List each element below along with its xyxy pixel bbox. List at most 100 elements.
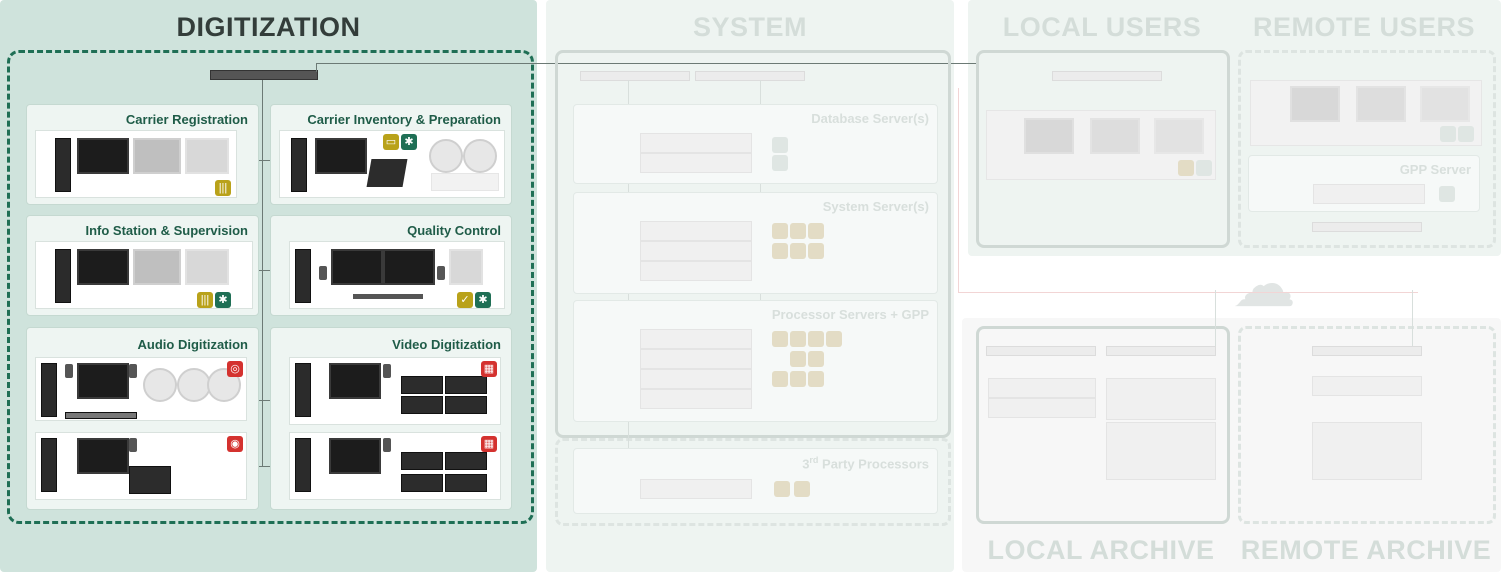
video-deck-icon (445, 474, 487, 492)
remote-users-switch (1312, 222, 1422, 232)
reel-icon (177, 368, 211, 402)
monitor-faded-icon (1090, 118, 1140, 154)
digitization-title: DIGITIZATION (176, 12, 361, 42)
gear-icon (790, 223, 806, 239)
processor-icon (1439, 186, 1455, 202)
uplink-drop-line (316, 63, 317, 72)
processor-servers-box[interactable]: Processor Servers + GPP (573, 300, 938, 422)
station-audio-digitization[interactable]: Audio Digitization ◎ ◉ (26, 327, 259, 510)
monitor-faded-icon (133, 138, 181, 174)
compare-icon (808, 371, 824, 387)
snowflake-icon: ✱ (215, 292, 231, 308)
local-archive-switch (1106, 346, 1216, 356)
tape-machine-icon (431, 173, 499, 191)
network-trunk-line (262, 80, 263, 466)
snowflake-icon (1458, 126, 1474, 142)
remote-users-boundary (1238, 50, 1496, 248)
server-icon (1313, 184, 1425, 204)
carrier-registration-title: Carrier Registration (125, 112, 248, 127)
edit-icon (774, 481, 790, 497)
carrier-link-line (232, 160, 292, 161)
monitor-faded-icon (133, 249, 181, 285)
local-users-switch (1052, 71, 1162, 81)
speaker-icon (129, 438, 137, 452)
monitor-faded-icon (1290, 86, 1340, 122)
monitor-icon (77, 249, 129, 285)
upload-icon (808, 331, 824, 347)
snowflake-icon (772, 137, 788, 153)
pc-tower-icon (55, 249, 71, 303)
quality-control-title: Quality Control (407, 223, 501, 238)
server-icon (640, 221, 752, 241)
monitor-icon (77, 363, 129, 399)
monitor-faded-icon (185, 249, 229, 285)
monitor-icon (331, 249, 383, 285)
server-icon (1312, 376, 1422, 396)
system-title: SYSTEM (692, 12, 808, 42)
station-quality-control[interactable]: Quality Control ✓ ✱ (270, 215, 512, 316)
gpp-server-box[interactable]: GPP Server (1248, 155, 1480, 212)
scanner-icon (366, 159, 408, 187)
server-icon (640, 241, 752, 261)
server-icon (640, 133, 752, 153)
cloud-link-line (1215, 290, 1216, 346)
station-video-digitization[interactable]: Video Digitization ▦ ▦ (270, 327, 512, 510)
tape-library-icon (1312, 422, 1422, 480)
carrier-inventory-title: Carrier Inventory & Preparation (307, 112, 501, 127)
video-deck-icon (445, 396, 487, 414)
snowflake-icon: ✱ (475, 292, 491, 308)
digitization-network-boundary (7, 50, 534, 524)
third-party-box[interactable]: 3rd Party Processors (573, 448, 938, 514)
audio-link-line (240, 400, 292, 401)
speaker-icon (319, 266, 327, 280)
station-carrier-registration[interactable]: Carrier Registration ||| (26, 104, 259, 205)
pc-tower-icon (41, 363, 57, 417)
processor-servers-label: Processor Servers + GPP (771, 307, 929, 322)
video-link-line (240, 466, 292, 467)
reel-icon (463, 139, 497, 173)
crop-icon (772, 371, 788, 387)
pc-tower-icon (295, 249, 311, 303)
server-icon (640, 261, 752, 281)
pc-tower-icon (291, 138, 307, 192)
info-link-line (232, 270, 292, 271)
folder-icon (790, 331, 806, 347)
cloud-link-line (1412, 290, 1413, 346)
gpp-server-label: GPP Server (1399, 162, 1471, 177)
terminal-icon (772, 243, 788, 259)
system-servers-box[interactable]: System Server(s) (573, 192, 938, 294)
document-icon (808, 351, 824, 367)
video-deck-icon (401, 452, 443, 470)
film-icon: ▦ (481, 361, 497, 377)
snowflake-icon: ✱ (401, 134, 417, 150)
local-archive-title: LOCAL ARCHIVE (987, 535, 1215, 565)
lock-icon (808, 243, 824, 259)
audio-interface-icon (65, 412, 137, 419)
server-icon (640, 153, 752, 173)
remote-archive-switch (1312, 346, 1422, 356)
processor-icon (772, 331, 788, 347)
server-icon (640, 349, 752, 369)
database-servers-box[interactable]: Database Server(s) (573, 104, 938, 184)
monitor-icon (329, 438, 381, 474)
system-switch (695, 71, 805, 81)
third-party-label: 3rd Party Processors (802, 455, 929, 472)
system-servers-label: System Server(s) (822, 199, 929, 214)
server-icon (640, 389, 752, 409)
monitor-faded-icon (1024, 118, 1074, 154)
speaker-icon (383, 438, 391, 452)
station-carrier-inventory[interactable]: Carrier Inventory & Preparation ▭ ✱ (270, 104, 512, 205)
uplink-line (316, 63, 976, 64)
monitor-faded-icon (449, 249, 483, 285)
speaker-icon (65, 364, 73, 378)
snowflake-icon (1196, 160, 1212, 176)
monitor-icon (77, 438, 129, 474)
station-info-supervision[interactable]: Info Station & Supervision ||| ✱ (26, 215, 259, 316)
snowflake-icon (772, 155, 788, 171)
local-archive-boundary (976, 326, 1230, 524)
server-icon (988, 398, 1096, 418)
monitor-faded-icon (1356, 86, 1406, 122)
video-deck-icon (445, 376, 487, 394)
local-users-boundary (976, 50, 1230, 248)
check-icon: ✓ (457, 292, 473, 308)
